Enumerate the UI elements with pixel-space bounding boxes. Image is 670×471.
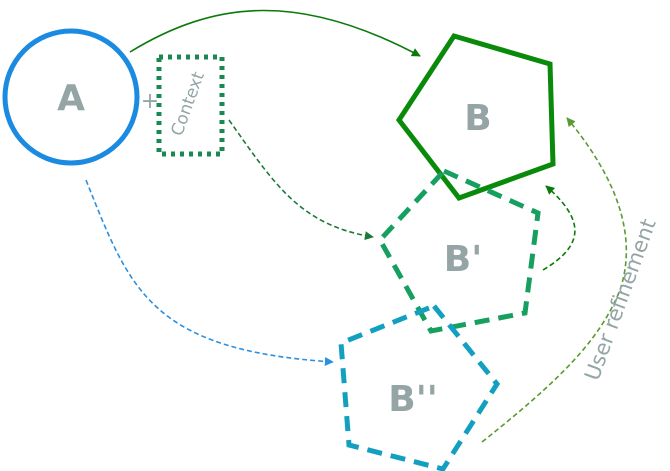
- node-b-prime-pentagon: [376, 167, 541, 334]
- node-b-double-prime: B'': [338, 302, 501, 471]
- node-a: A: [2, 28, 140, 166]
- node-b-double-prime-pentagon: [338, 302, 501, 471]
- node-a-circle: [2, 28, 140, 166]
- user-refinement-label: User refinement: [580, 216, 661, 384]
- node-b-prime: B': [376, 167, 541, 334]
- arrow-context-to-b-prime: [228, 119, 374, 241]
- node-b-double-prime-label: B'': [388, 379, 437, 420]
- plus-sign: +: [141, 89, 159, 114]
- context-label: Context: [167, 69, 209, 139]
- arrow-user-refinement: [481, 117, 628, 443]
- node-b-prime-label: B': [444, 239, 482, 280]
- node-b-pentagon: [395, 33, 556, 201]
- arrow-a-to-b-double-prime: [85, 179, 334, 366]
- arrow-a-to-b: [129, 9, 421, 57]
- node-b: B: [395, 33, 556, 201]
- arrow-b-prime-to-b: [542, 185, 576, 271]
- context-box: Context: [156, 54, 225, 157]
- node-b-label: B: [464, 98, 491, 139]
- node-a-label: A: [57, 78, 85, 119]
- context-box-border: [156, 54, 225, 157]
